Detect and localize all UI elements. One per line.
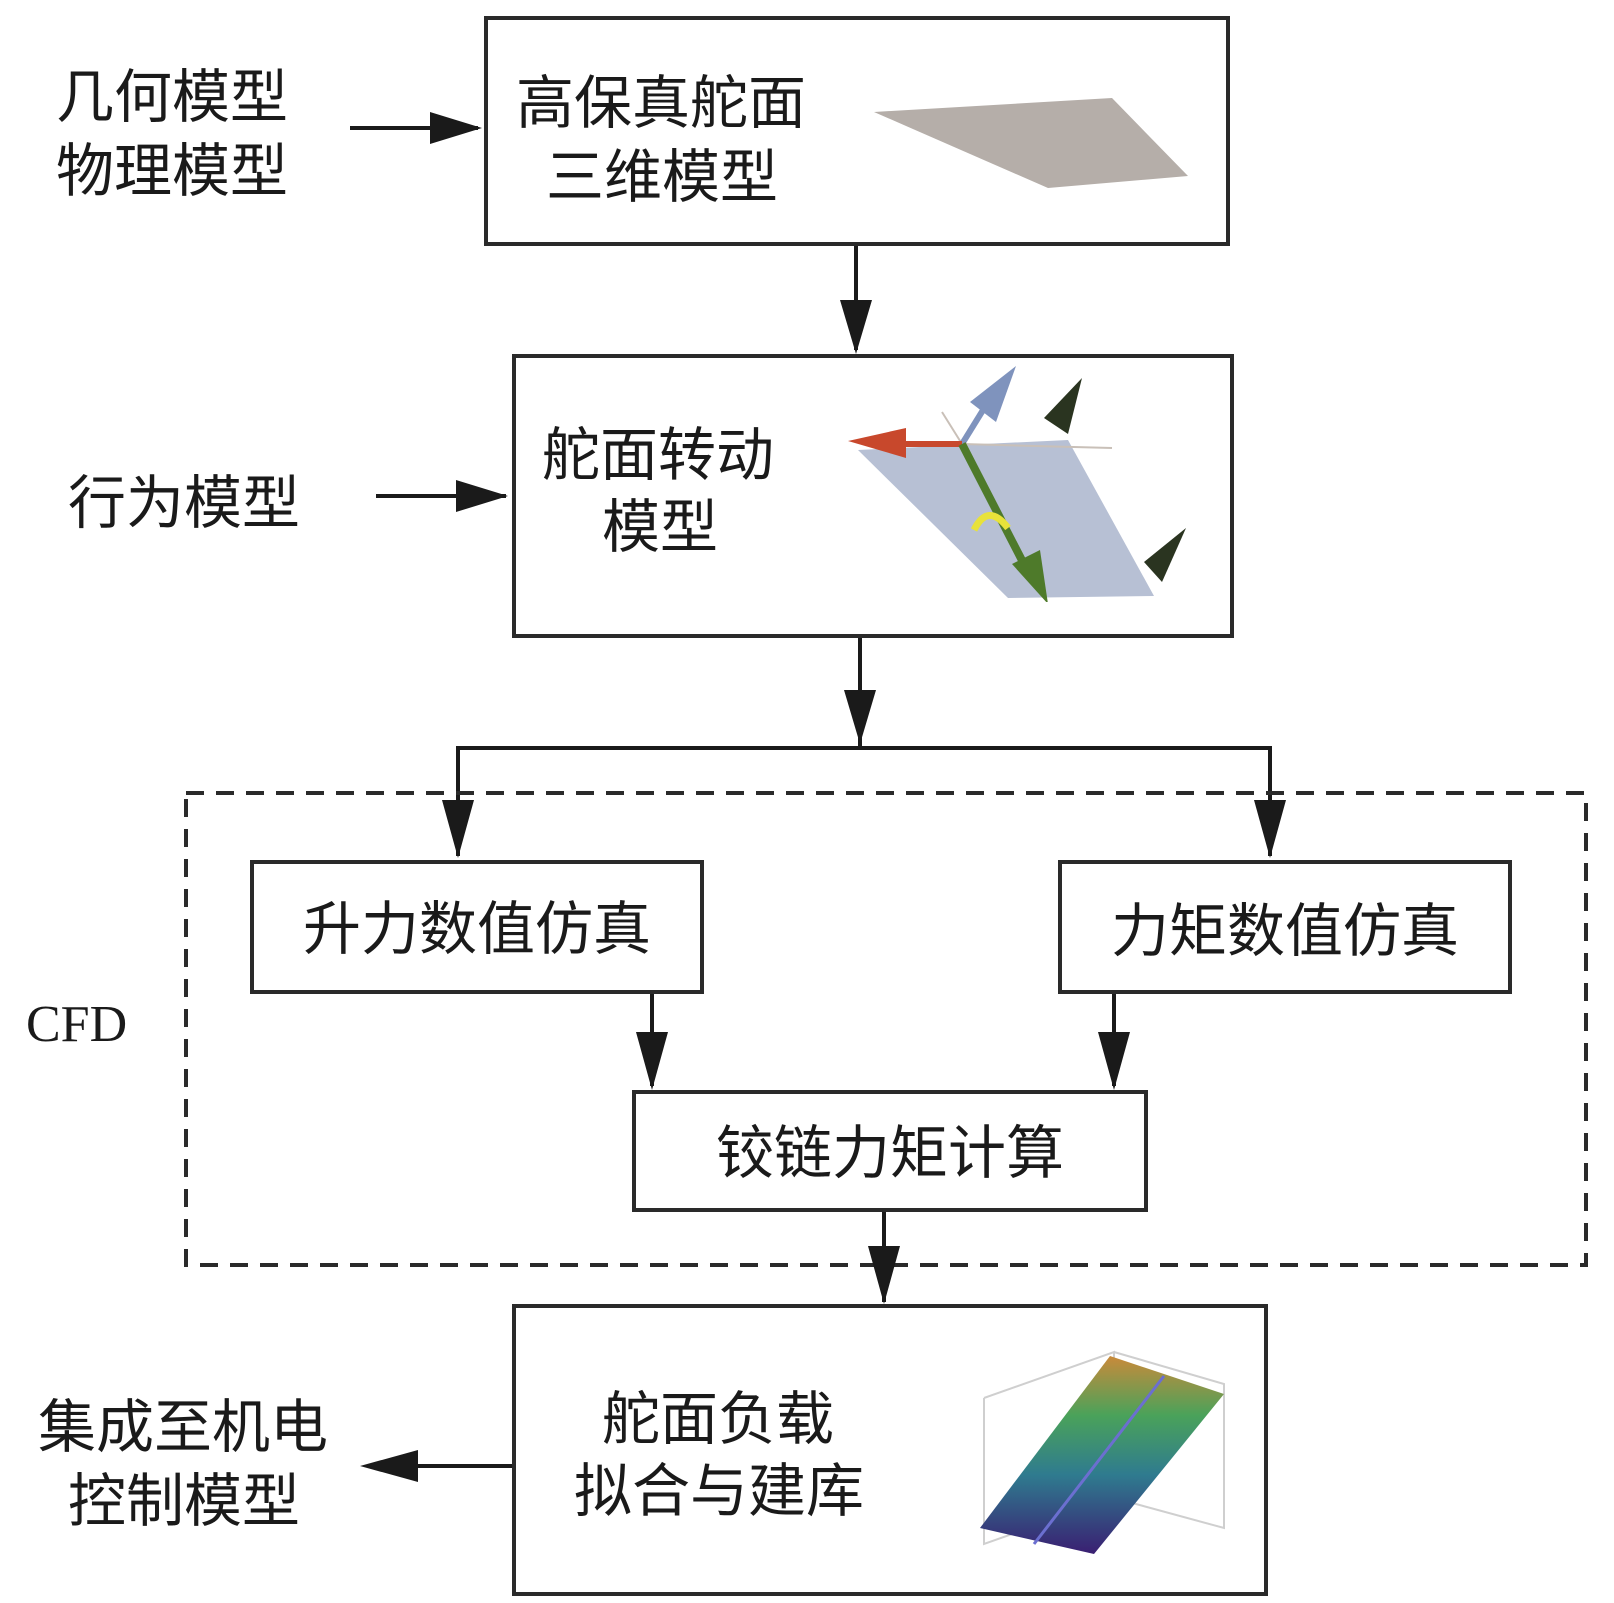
- load-surface-plot-image: [980, 1350, 1225, 1554]
- axis-green: [958, 442, 1032, 574]
- reference-line: [941, 411, 963, 445]
- marker-dark: [1144, 528, 1186, 582]
- arrowhead: [636, 1032, 668, 1090]
- node-label-line2: 拟合与建库: [574, 1457, 865, 1525]
- output-label-line2: 控制模型: [68, 1467, 301, 1535]
- arrowhead: [442, 800, 474, 858]
- reference-line: [961, 443, 1113, 449]
- arrowhead: [844, 690, 876, 744]
- node-label: 升力数值仿真: [302, 895, 651, 963]
- node-label-line1: 高保真舵面: [516, 69, 807, 137]
- node-moment-simulation: 力矩数值仿真: [1058, 860, 1512, 994]
- arrowhead: [1254, 800, 1286, 858]
- node-label-line2: 三维模型: [546, 143, 779, 211]
- split-connector: [456, 746, 1272, 856]
- node-lift-simulation: 升力数值仿真: [250, 860, 704, 994]
- input-geometry-label: 几何模型: [56, 63, 289, 131]
- rotating-surface: [858, 440, 1154, 598]
- node-hifi-3d-model: 高保真舵面 三维模型: [484, 16, 1230, 246]
- axis-green-arrowhead: [1012, 550, 1048, 602]
- arrowhead: [456, 480, 508, 512]
- node-label-line2: 模型: [602, 493, 719, 561]
- node-load-fit-database: 舵面负载 拟合与建库: [512, 1304, 1268, 1596]
- input-behavior-label: 行为模型: [68, 469, 301, 537]
- node-label: 力矩数值仿真: [1110, 897, 1459, 965]
- plot-box-frame: [1113, 1351, 1225, 1530]
- control-surface-3d-image: [874, 98, 1188, 188]
- rotation-axes-image: [848, 366, 1186, 602]
- node-label: 铰链力矩计算: [715, 1119, 1064, 1187]
- cfd-group-border: [184, 791, 1588, 1267]
- cfd-group-label: CFD: [26, 996, 128, 1053]
- node-rotation-model: 舵面转动 模型: [512, 354, 1234, 638]
- arrowhead: [430, 112, 482, 144]
- arrowhead: [840, 300, 872, 354]
- node-hinge-moment-calc: 铰链力矩计算: [632, 1090, 1148, 1212]
- rotation-icon: [970, 512, 1011, 532]
- surface-crease: [1032, 1375, 1166, 1545]
- axis-red-arrowhead: [848, 428, 906, 458]
- arrowhead: [868, 1246, 900, 1304]
- arrowhead: [360, 1450, 418, 1482]
- input-physics-label: 物理模型: [56, 137, 289, 205]
- control-surface-shape: [874, 98, 1188, 188]
- output-label-line1: 集成至机电: [38, 1393, 329, 1461]
- marker-dark: [1044, 378, 1082, 434]
- arrowhead: [1098, 1032, 1130, 1090]
- node-label-line1: 舵面转动: [542, 421, 775, 489]
- node-label-line1: 舵面负载: [602, 1385, 835, 1453]
- axis-blue-arrowhead: [970, 366, 1016, 422]
